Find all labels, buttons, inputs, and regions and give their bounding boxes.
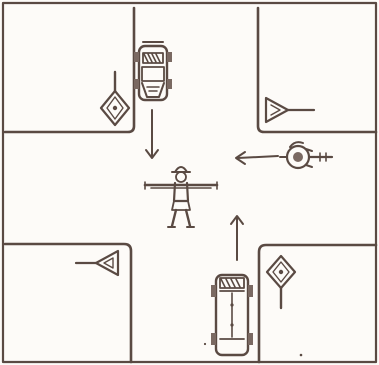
traffic-officer-icon <box>145 167 217 227</box>
diagram-frame <box>3 3 376 362</box>
arrow-left-icon <box>236 152 278 164</box>
car-icon <box>134 42 172 100</box>
warning-sign-icon <box>101 72 129 125</box>
warning-sign-icon <box>266 98 314 122</box>
arrow-down-icon <box>146 110 158 158</box>
ink-dot <box>300 354 303 357</box>
curb-top-right <box>258 8 376 132</box>
curb-top-left <box>5 8 134 132</box>
arrow-up-icon <box>231 216 243 260</box>
ink-dot <box>204 343 206 345</box>
motorcycle-icon <box>280 142 332 168</box>
warning-sign-icon <box>76 251 118 275</box>
curb-bottom-left <box>5 244 131 362</box>
car-icon <box>211 275 253 355</box>
warning-sign-icon <box>267 256 295 308</box>
